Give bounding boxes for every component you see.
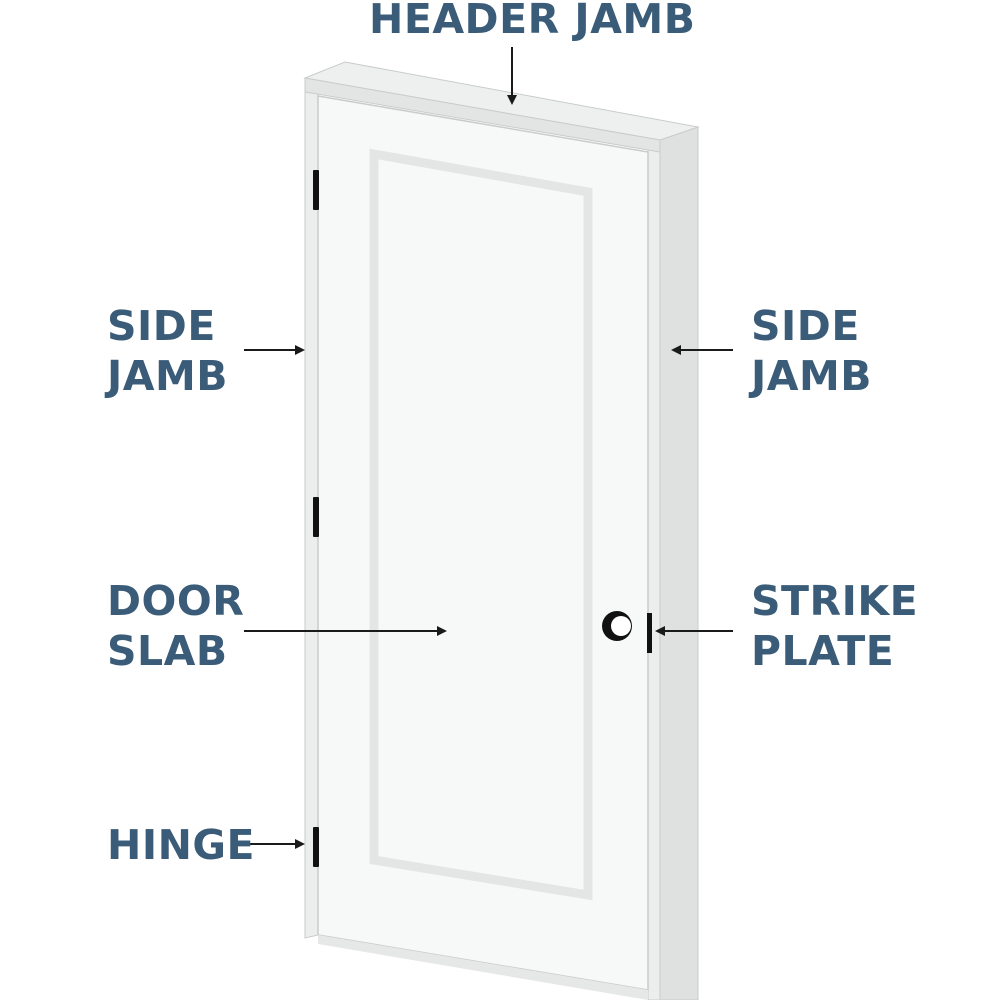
hinge-label: HINGE <box>107 821 256 869</box>
side-jamb-right-label: SIDE JAMB <box>751 301 872 401</box>
door-panel-outer <box>369 148 593 901</box>
header-jamb-front <box>304 77 661 153</box>
strike-plate-icon <box>647 613 652 653</box>
strike-plate-line1: STRIKE <box>751 577 919 625</box>
side-jamb-left-line2: JAMB <box>107 352 229 400</box>
door-slab-label: DOOR SLAB <box>107 576 244 676</box>
right-jamb-face <box>647 139 661 1000</box>
doorknob-icon <box>602 611 632 641</box>
hinge-icon <box>313 827 319 867</box>
right-jamb-side <box>659 126 699 1000</box>
door-slab-line1: DOOR <box>107 577 245 625</box>
side-jamb-right-line2: JAMB <box>751 352 873 400</box>
strike-plate-label: STRIKE PLATE <box>751 576 918 676</box>
hinge-icon <box>313 497 319 537</box>
door-bottom-edge <box>318 935 648 1000</box>
door-slab-line2: SLAB <box>107 627 228 675</box>
side-jamb-left-line1: SIDE <box>107 302 216 350</box>
side-jamb-right-line1: SIDE <box>751 302 860 350</box>
header-jamb-label: HEADER JAMB <box>369 0 696 43</box>
side-jamb-left-label: SIDE JAMB <box>107 301 228 401</box>
strike-plate-line2: PLATE <box>751 627 895 675</box>
hinge-icon <box>313 170 319 210</box>
door-slab-face <box>317 95 649 991</box>
